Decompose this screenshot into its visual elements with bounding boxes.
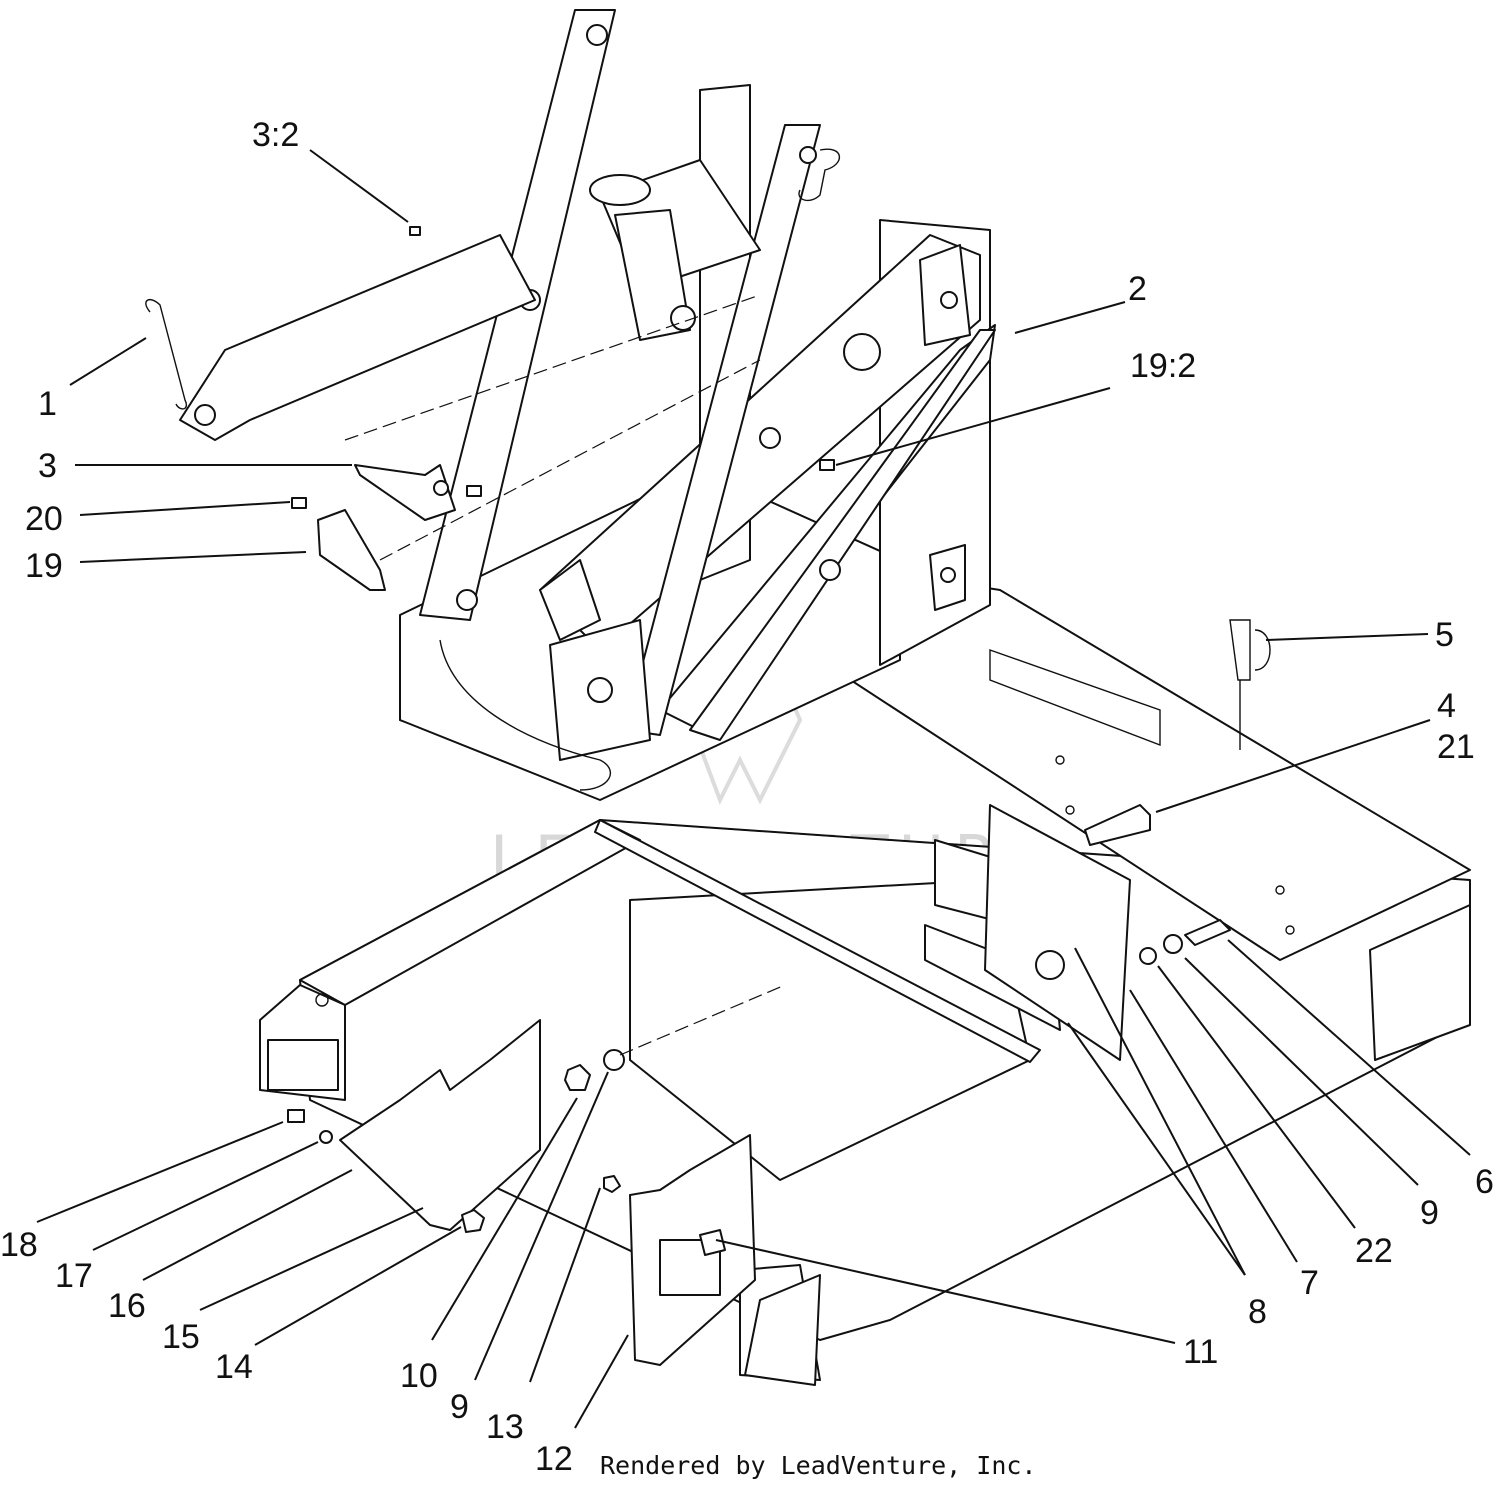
callout-3-2: 3:2 (252, 116, 299, 154)
pin-19-drawing (317, 509, 386, 591)
callout-9-right: 9 (1420, 1194, 1439, 1232)
callout-labels: 3:2 1 3 20 19 2 19:2 5 4 21 6 9 22 7 8 1… (0, 116, 1494, 1478)
callout-22: 22 (1355, 1232, 1393, 1270)
callout-12: 12 (535, 1440, 573, 1478)
callout-18: 18 (0, 1226, 38, 1264)
cylinder-drawing (179, 234, 536, 441)
loose-parts-drawing (145, 226, 1271, 1366)
bracket-15-drawing (339, 1019, 541, 1231)
bolt-4-drawing (1084, 804, 1151, 846)
callout-11: 11 (1183, 1333, 1218, 1371)
rendered-by-credit: Rendered by LeadVenture, Inc. (600, 1451, 1037, 1480)
callout-3: 3 (38, 447, 57, 485)
callout-10: 10 (400, 1357, 438, 1395)
mount-plate-7-drawing (984, 804, 1131, 1061)
callout-13: 13 (486, 1408, 524, 1446)
callout-20: 20 (25, 500, 63, 538)
callout-19-2: 19:2 (1130, 347, 1196, 385)
pin-3-drawing (354, 464, 456, 521)
callout-7: 7 (1300, 1264, 1319, 1302)
callout-8: 8 (1248, 1293, 1267, 1331)
callout-21: 21 (1437, 728, 1475, 766)
callout-16: 16 (108, 1287, 146, 1325)
callout-9-left: 9 (450, 1388, 469, 1426)
clevis-pin-drawing (1229, 619, 1271, 681)
callout-5: 5 (1435, 616, 1454, 654)
callout-17: 17 (55, 1257, 93, 1295)
callout-19: 19 (25, 547, 63, 585)
callout-14: 14 (215, 1348, 253, 1386)
r-clip-drawing (145, 298, 187, 410)
mast-assembly-drawing (399, 9, 996, 801)
leader-lines (36, 149, 1471, 1429)
callout-6: 6 (1475, 1163, 1494, 1201)
callout-1: 1 (38, 385, 57, 423)
callout-2: 2 (1128, 270, 1147, 308)
callout-4: 4 (1437, 687, 1456, 725)
callout-15: 15 (162, 1318, 200, 1356)
